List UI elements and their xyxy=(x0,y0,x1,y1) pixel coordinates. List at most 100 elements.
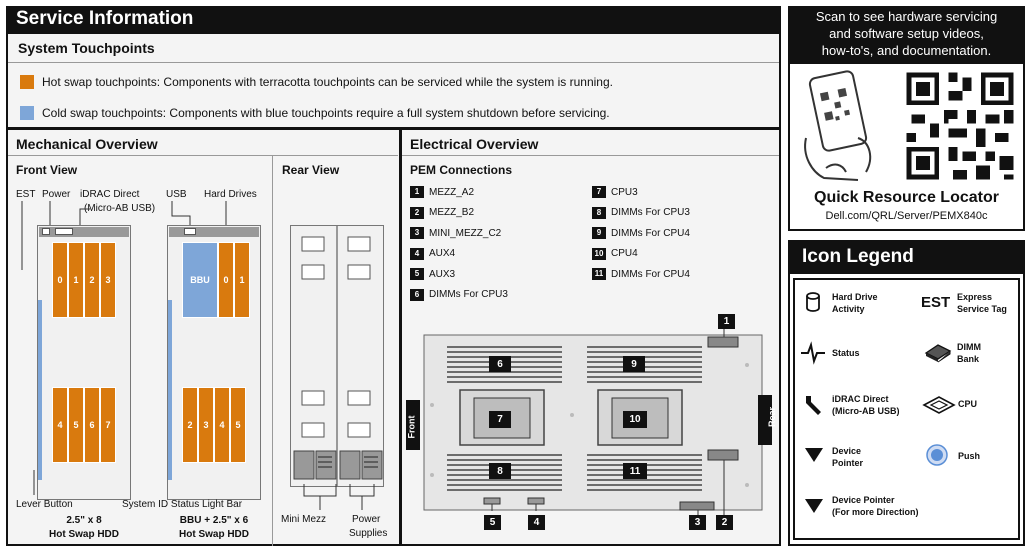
pem-item-label: MEZZ_B2 xyxy=(429,207,475,218)
rear-slots xyxy=(293,236,383,480)
config2-caption-line1: BBU + 2.5" x 6 xyxy=(179,515,249,526)
device-pointer-label-2: Pointer xyxy=(832,458,864,468)
idrac-sub-label: (Micro-AB USB) xyxy=(84,203,156,214)
hdd-bay[interactable]: 2 xyxy=(84,242,100,318)
cpu-label: CPU xyxy=(958,399,978,409)
pem-item-number: 3 xyxy=(410,227,424,239)
qrl-header-line-3: how-to's, and documentation. xyxy=(821,43,992,58)
device-pointer-more-label-1: Device Pointer xyxy=(832,495,895,505)
pem-item-number: 2 xyxy=(410,206,424,219)
pem-item-number: 5 xyxy=(410,268,424,280)
pem-item-number: 6 xyxy=(410,288,424,301)
dimm-label-2: Bank xyxy=(957,354,980,364)
blue-swatch xyxy=(20,106,34,120)
hdd-bay[interactable]: 3 xyxy=(198,387,214,463)
rear-divider xyxy=(336,226,338,486)
pem-item-number: 11 xyxy=(592,268,606,280)
divider xyxy=(402,155,779,156)
pem-item-label: AUX4 xyxy=(429,248,456,259)
hdd-bay[interactable]: 5 xyxy=(230,387,246,463)
pem-item-label: AUX3 xyxy=(429,268,456,280)
legend-inner-frame xyxy=(793,278,1020,540)
front-panel-strip xyxy=(39,227,129,237)
board-marker-2: 2 xyxy=(716,515,733,530)
pem-item-label: MINI_MEZZ_C2 xyxy=(429,227,502,239)
pem-item-number: 4 xyxy=(410,247,424,260)
pem-item: 5 AUX3 xyxy=(410,268,455,280)
qrl-header-line-2: and software setup videos, xyxy=(829,26,984,41)
hdd-bay[interactable]: 6 xyxy=(84,387,100,463)
pem-item-label: DIMMs For CPU4 xyxy=(611,227,690,239)
est-label-1: Express xyxy=(957,292,993,302)
rear-callout-lines xyxy=(303,484,375,510)
est-label-2: Service Tag xyxy=(957,304,1007,314)
pem-connections-title: PEM Connections xyxy=(410,163,513,177)
service-information-title: Service Information xyxy=(6,6,781,34)
board-marker-7: 7 xyxy=(489,411,511,428)
terracotta-swatch xyxy=(20,75,34,89)
hdd-bay[interactable]: 4 xyxy=(52,387,68,463)
hdd-bay[interactable]: 4 xyxy=(214,387,230,463)
power-button[interactable] xyxy=(42,228,50,235)
pem-item-label: MEZZ_A2 xyxy=(429,186,475,198)
pem-item-label: CPU4 xyxy=(611,248,638,259)
pem-item-number: 8 xyxy=(592,206,606,219)
device-pointer-icon xyxy=(805,448,823,462)
lever-button[interactable] xyxy=(38,300,42,480)
power-label: Power xyxy=(42,189,71,200)
qrl-header: Scan to see hardware servicing and softw… xyxy=(788,6,1025,64)
board-marker-1: 1 xyxy=(718,314,735,329)
front-panel-strip xyxy=(169,227,259,237)
hdd-bay[interactable]: 7 xyxy=(100,387,116,463)
board-marker-5: 5 xyxy=(484,515,501,530)
hdd-bay[interactable]: 0 xyxy=(52,242,68,318)
icon-legend-title: Icon Legend xyxy=(788,240,1025,274)
hdd-bay[interactable]: 3 xyxy=(100,242,116,318)
hdd-label-1: Hard Drive xyxy=(832,292,878,302)
status-icon xyxy=(801,341,825,365)
est-label: EST xyxy=(16,189,36,200)
config2-caption-line2: Hot Swap HDD xyxy=(179,529,249,540)
board-marker-10: 10 xyxy=(623,411,647,428)
usb-label: USB xyxy=(166,189,187,200)
front-tab-label: Front xyxy=(406,415,417,439)
pem-item: 3 MINI_MEZZ_C2 xyxy=(410,227,501,239)
push-label: Push xyxy=(958,451,981,461)
qr-code xyxy=(902,68,1018,184)
hdd-bay[interactable]: 1 xyxy=(234,242,250,318)
hdd-bay[interactable]: 0 xyxy=(218,242,234,318)
qrl-header-line-1: Scan to see hardware servicing xyxy=(815,9,998,24)
hdd-bay[interactable]: 5 xyxy=(68,387,84,463)
qrl-url[interactable]: Dell.com/QRL/Server/PEMX840c xyxy=(825,210,988,222)
hard-drives-label: Hard Drives xyxy=(204,189,257,200)
usb-port[interactable] xyxy=(184,228,196,235)
board-marker-11: 11 xyxy=(623,463,647,479)
push-icon xyxy=(926,444,948,466)
bbu-bay[interactable]: BBU xyxy=(182,242,218,318)
hdd-bay[interactable]: 1 xyxy=(68,242,84,318)
front-view-title: Front View xyxy=(16,163,78,177)
pem-item-number: 1 xyxy=(410,186,424,198)
board-marker-6: 6 xyxy=(489,356,511,372)
divider xyxy=(8,62,779,63)
lever-button[interactable] xyxy=(168,300,172,480)
hot-swap-row: Hot swap touchpoints: Components with te… xyxy=(20,75,613,89)
device-pointer-more-icon xyxy=(805,499,823,513)
hdd-bay[interactable]: 2 xyxy=(182,387,198,463)
pem-item: 2 MEZZ_B2 xyxy=(410,206,475,219)
device-pointer-more-label-2: (For more Direction) xyxy=(832,507,919,517)
board-marker-8: 8 xyxy=(489,463,511,479)
idrac-label: iDRAC Direct xyxy=(80,189,140,200)
hard-drive-activity-icon xyxy=(806,292,820,312)
idrac-port[interactable] xyxy=(55,228,73,235)
qrl-title: Quick Resource Locator xyxy=(814,189,999,206)
phone-scan-illustration xyxy=(804,70,872,181)
power-supplies-label-1: Power xyxy=(352,514,381,525)
